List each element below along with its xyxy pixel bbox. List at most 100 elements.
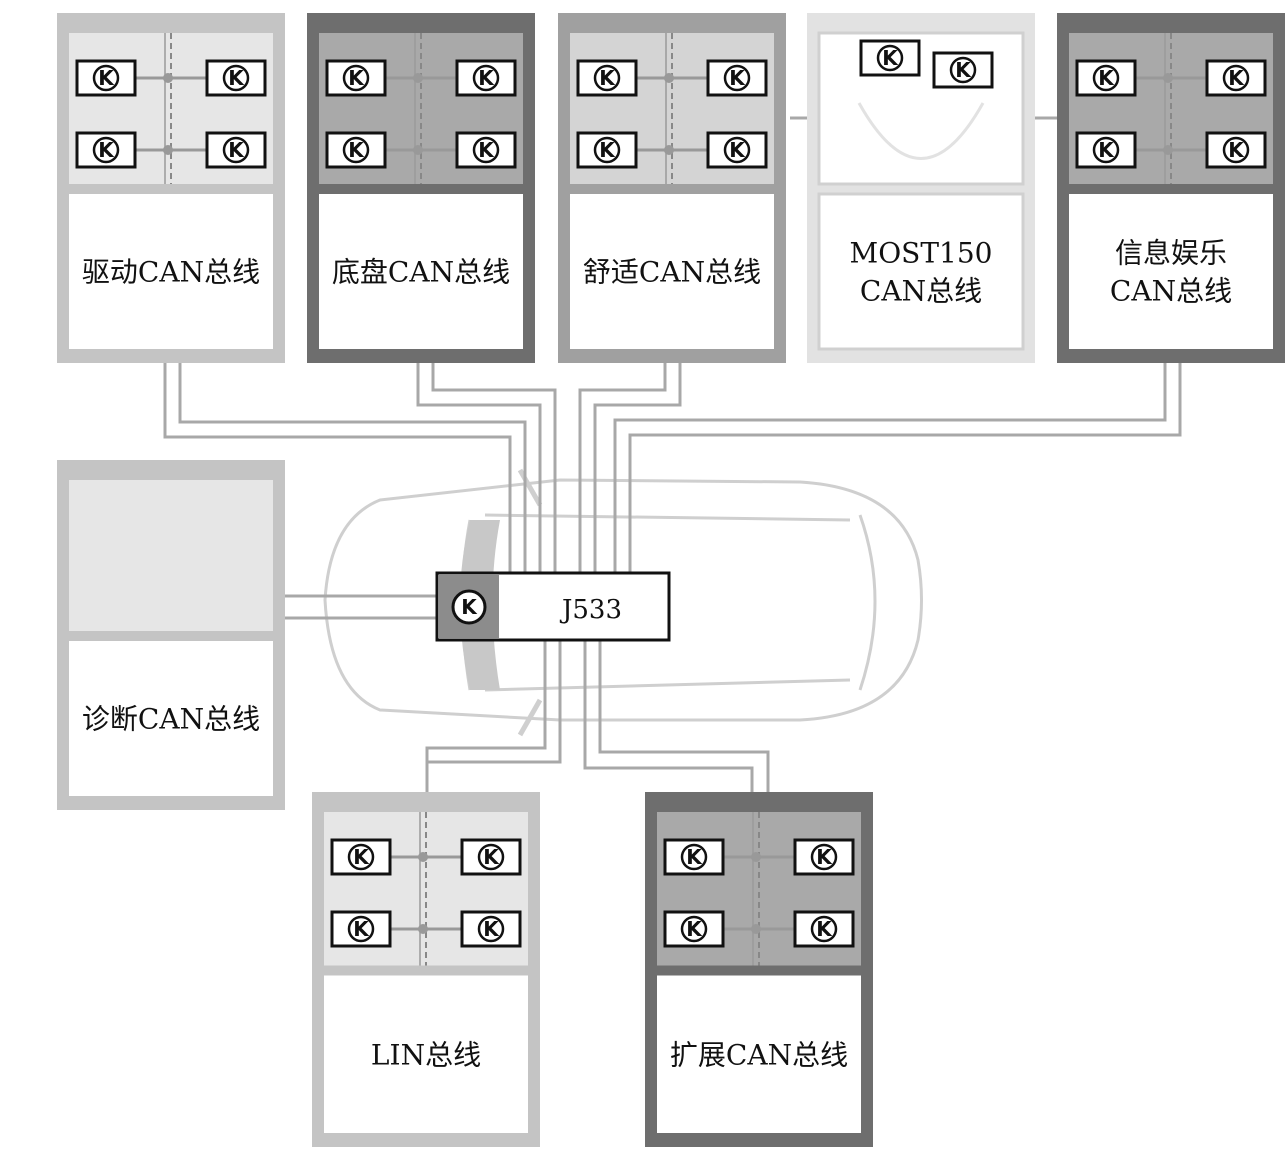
ecu-module: K: [859, 39, 921, 77]
ecu-k-icon: K: [593, 64, 621, 92]
svg-text:K: K: [1228, 138, 1245, 162]
svg-text:K: K: [1098, 138, 1115, 162]
bus-chassis: K K K K 底盘CAN总线: [307, 13, 535, 363]
ecu-module: K: [663, 838, 725, 876]
ecu-module: K: [325, 131, 387, 169]
bus-label: CAN总线: [1110, 275, 1232, 308]
svg-text:K: K: [348, 138, 365, 162]
ecu-k-icon: K: [92, 64, 120, 92]
svg-text:K: K: [483, 845, 500, 869]
ecu-k-icon: K: [477, 843, 505, 871]
ecu-module: K: [932, 51, 994, 89]
svg-text:K: K: [1228, 66, 1245, 90]
ecu-k-icon: K: [723, 64, 751, 92]
ecu-k-icon: K: [92, 136, 120, 164]
svg-text:K: K: [478, 66, 495, 90]
ecu-module: K: [793, 838, 855, 876]
bus-boxes: K K K K 驱动CAN总线 K K K K 底盘CAN总线 K K K K 舒适CAN总线 K K MOST1…: [57, 13, 1285, 1147]
ecu-k-icon: K: [1092, 136, 1120, 164]
svg-text:K: K: [686, 845, 703, 869]
ecu-module: K: [1075, 131, 1137, 169]
ecu-module: K: [460, 910, 522, 948]
ecu-k-icon: K: [680, 915, 708, 943]
ecu-module: K: [330, 838, 392, 876]
svg-text:K: K: [686, 917, 703, 941]
ecu-k-icon: K: [347, 843, 375, 871]
ecu-module: K: [75, 131, 137, 169]
ecu-k-icon: K: [477, 915, 505, 943]
svg-text:K: K: [955, 58, 972, 82]
ecu-module: K: [330, 910, 392, 948]
bus-lin: K K K K LIN总线: [312, 792, 540, 1147]
ecu-module: K: [455, 59, 517, 97]
ecu-module: K: [1205, 59, 1267, 97]
bus-label: 底盘CAN总线: [332, 256, 510, 289]
ecu-k-icon: K: [222, 136, 250, 164]
svg-text:K: K: [98, 138, 115, 162]
bus-extended: K K K K 扩展CAN总线: [645, 792, 873, 1147]
ecu-k-icon: K: [810, 843, 838, 871]
ecu-k-icon: K: [593, 136, 621, 164]
ecu-module: K: [205, 59, 267, 97]
ecu-module: K: [576, 131, 638, 169]
ecu-module: K: [1075, 59, 1137, 97]
bus-drive: K K K K 驱动CAN总线: [57, 13, 285, 363]
svg-text:K: K: [353, 845, 370, 869]
ecu-module: K: [663, 910, 725, 948]
bus-label: 信息娱乐: [1115, 237, 1227, 270]
svg-text:K: K: [816, 917, 833, 941]
bus-label: CAN总线: [860, 275, 982, 308]
bus-label: 扩展CAN总线: [670, 1038, 848, 1071]
svg-text:K: K: [478, 138, 495, 162]
ecu-module: K: [455, 131, 517, 169]
ecu-k-icon: K: [222, 64, 250, 92]
svg-text:K: K: [599, 138, 616, 162]
ecu-k-icon: K: [949, 56, 977, 84]
svg-text:K: K: [882, 46, 899, 70]
svg-text:K: K: [1098, 66, 1115, 90]
ecu-k-icon: K: [810, 915, 838, 943]
ecu-module: K: [576, 59, 638, 97]
bus-comfort: K K K K 舒适CAN总线: [558, 13, 786, 363]
gateway-label: J533: [559, 595, 622, 625]
ecu-k-icon: K: [680, 843, 708, 871]
ecu-k-icon: K: [723, 136, 751, 164]
bus-label: LIN总线: [371, 1038, 481, 1071]
ecu-k-icon: K: [347, 915, 375, 943]
svg-text:K: K: [483, 917, 500, 941]
ecu-k-icon: K: [472, 64, 500, 92]
bus-label: 诊断CAN总线: [82, 703, 260, 736]
ecu-k-icon: K: [1092, 64, 1120, 92]
svg-text:K: K: [729, 66, 746, 90]
svg-text:K: K: [228, 138, 245, 162]
svg-text:K: K: [461, 595, 478, 619]
ecu-module: K: [706, 59, 768, 97]
svg-text:K: K: [98, 66, 115, 90]
ecu-module: K: [205, 131, 267, 169]
ecu-k-icon: K: [1222, 64, 1250, 92]
bus-label: 舒适CAN总线: [583, 256, 761, 289]
ecu-module: K: [793, 910, 855, 948]
bus-label: 驱动CAN总线: [82, 256, 260, 289]
svg-text:K: K: [228, 66, 245, 90]
bus-wires: [163, 116, 1182, 795]
ecu-k-icon: K: [1222, 136, 1250, 164]
svg-text:K: K: [816, 845, 833, 869]
ecu-k-icon: K: [876, 44, 904, 72]
svg-text:K: K: [599, 66, 616, 90]
bus-infotainment: K K K K 信息娱乐 CAN总线: [1057, 13, 1285, 363]
bus-diagnosis: 诊断CAN总线: [57, 460, 285, 810]
ecu-module: K: [1205, 131, 1267, 169]
svg-text:K: K: [353, 917, 370, 941]
ecu-k-icon: K: [451, 589, 487, 625]
gateway-j533[interactable]: K J533: [435, 571, 671, 642]
ecu-module: K: [325, 59, 387, 97]
bus-label: MOST150: [850, 237, 993, 270]
ecu-module: K: [706, 131, 768, 169]
ecu-module: K: [75, 59, 137, 97]
svg-text:K: K: [348, 66, 365, 90]
ecu-k-icon: K: [472, 136, 500, 164]
ecu-module: K: [460, 838, 522, 876]
